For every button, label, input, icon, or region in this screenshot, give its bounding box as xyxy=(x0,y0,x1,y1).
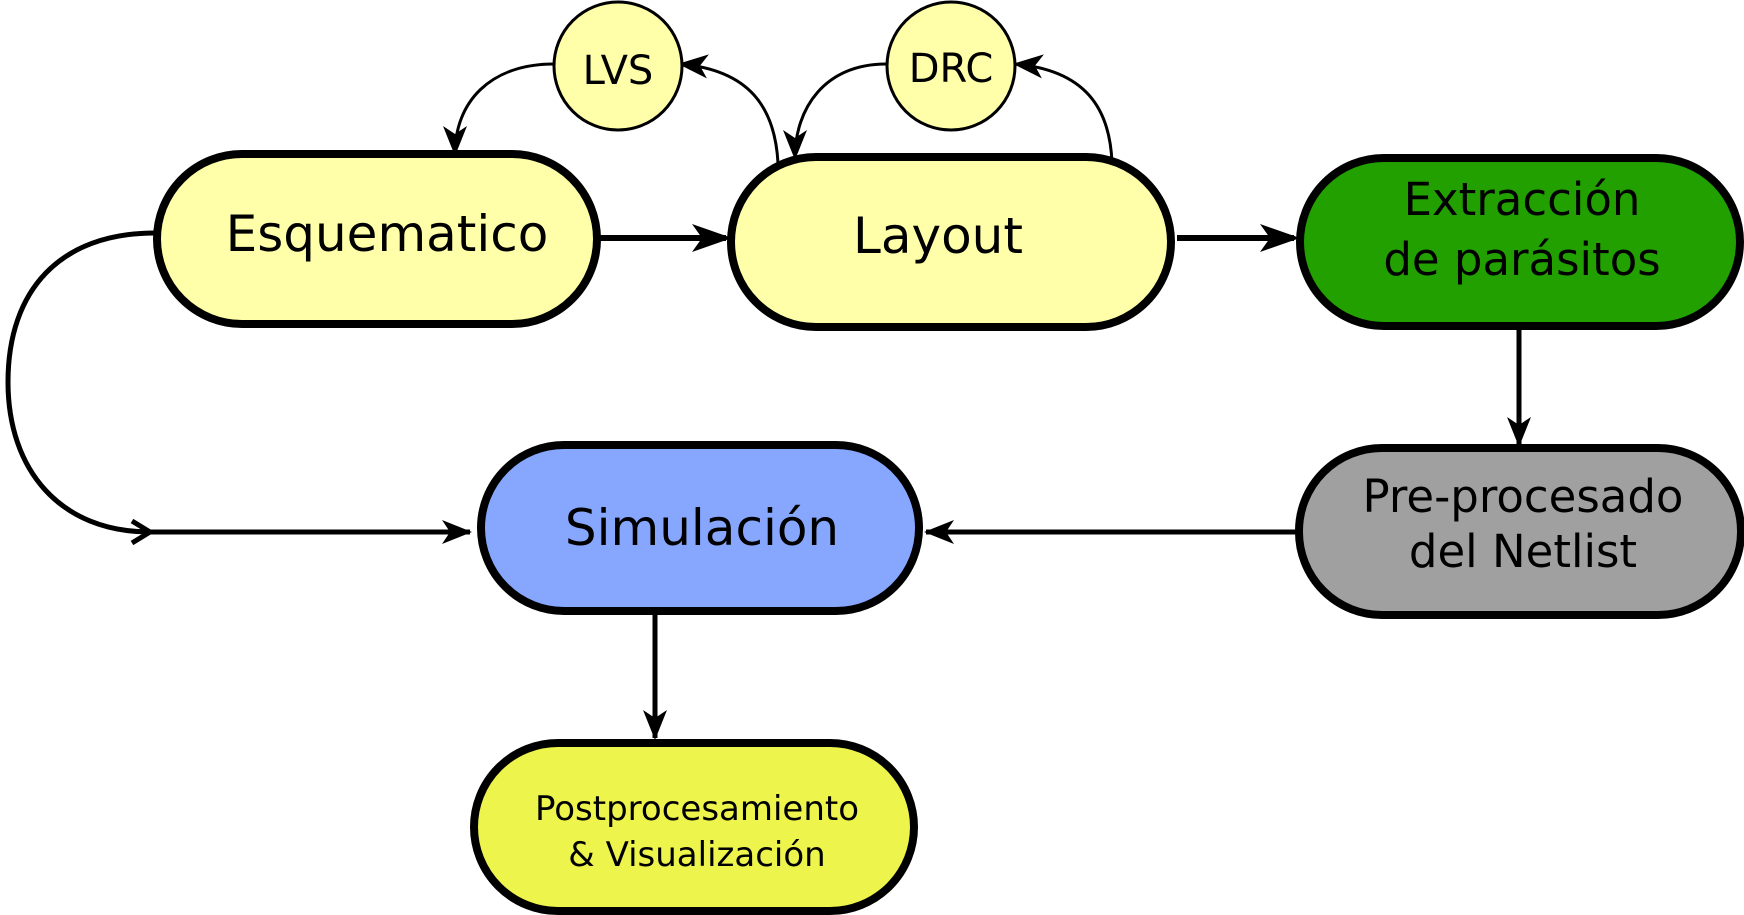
node-simulacion-label: Simulación xyxy=(565,499,839,557)
node-preprocesado: Pre-procesado del Netlist xyxy=(1295,444,1744,619)
node-extraccion-label-line2: de parásitos xyxy=(1383,233,1660,286)
edge-drc-to-layout xyxy=(783,62,887,160)
node-esquematico-label: Esquematico xyxy=(226,205,549,263)
node-drc: DRC xyxy=(885,0,1017,132)
edge-layout-to-drc xyxy=(1013,54,1114,164)
node-postprocesamiento-label-line2: & Visualización xyxy=(568,835,825,875)
edge-layout-to-lvs xyxy=(678,54,780,164)
node-layout-label: Layout xyxy=(853,207,1023,265)
node-lvs: LVS xyxy=(552,0,684,132)
node-preprocesado-label-line2: del Netlist xyxy=(1409,525,1637,578)
node-esquematico: Esquematico xyxy=(153,150,601,328)
node-extraccion-label-line1: Extracción xyxy=(1404,173,1641,226)
node-postprocesamiento-label-line1: Postprocesamiento xyxy=(535,789,859,829)
node-postprocesamiento: Postprocesamiento & Visualización xyxy=(470,739,918,915)
node-simulacion: Simulación xyxy=(477,441,923,615)
node-preprocesado-label-line1: Pre-procesado xyxy=(1363,470,1684,523)
tick-mark xyxy=(130,518,155,546)
node-drc-label: DRC xyxy=(909,46,994,92)
node-lvs-label: LVS xyxy=(583,48,654,94)
edge-esquematico-to-simulacion xyxy=(5,230,472,544)
node-extraccion: Extracción de parásitos xyxy=(1296,154,1744,330)
edge-lvs-to-esquematico xyxy=(443,62,555,156)
node-layout: Layout xyxy=(727,153,1175,331)
